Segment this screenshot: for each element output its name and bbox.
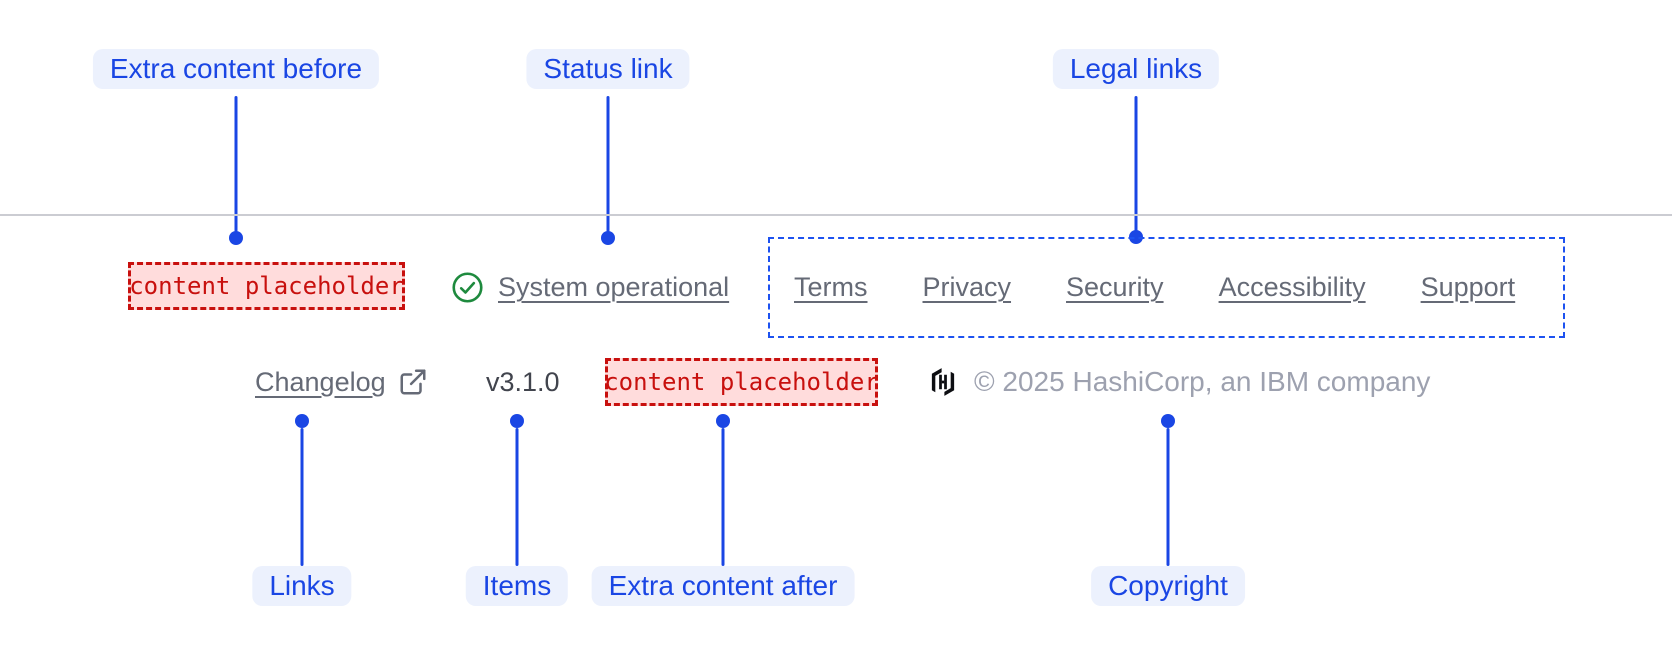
annotation-dot <box>1161 414 1175 428</box>
placeholder-text: content placeholder <box>129 272 404 300</box>
legal-link-security[interactable]: Security <box>1066 272 1164 302</box>
check-circle-icon <box>451 271 484 304</box>
annotation-line <box>721 428 725 566</box>
changelog-link-label[interactable]: Changelog <box>255 366 386 397</box>
legal-links-container: Terms Privacy Security Accessibility Sup… <box>768 237 1565 338</box>
annotation-line <box>1134 96 1138 232</box>
annotation-label-extra-content-before: Extra content before <box>92 49 380 89</box>
extra-content-before-placeholder: content placeholder <box>128 262 405 310</box>
legal-link-terms[interactable]: Terms <box>794 272 868 302</box>
hashicorp-logo <box>928 367 958 397</box>
legal-link-accessibility[interactable]: Accessibility <box>1218 272 1366 302</box>
annotation-line <box>515 428 519 566</box>
annotation-label-links: Links <box>252 566 352 606</box>
annotation-label-extra-content-after: Extra content after <box>591 566 855 606</box>
annotation-line <box>1166 428 1170 566</box>
legal-link-privacy[interactable]: Privacy <box>922 272 1012 302</box>
placeholder-text: content placeholder <box>604 368 879 396</box>
status-link[interactable]: System operational <box>451 271 729 304</box>
annotation-dot <box>716 414 730 428</box>
legal-link-support[interactable]: Support <box>1420 272 1516 302</box>
version-item: v3.1.0 <box>486 367 560 397</box>
annotation-label-copyright: Copyright <box>1091 566 1245 606</box>
annotation-line <box>606 96 610 232</box>
annotation-dot <box>601 231 615 245</box>
copyright-text: © 2025 HashiCorp, an IBM company <box>974 366 1431 397</box>
annotation-line <box>234 96 238 232</box>
annotation-dot <box>510 414 524 428</box>
annotation-label-status-link: Status link <box>526 49 690 89</box>
annotation-dot <box>229 231 243 245</box>
status-link-label[interactable]: System operational <box>498 272 730 302</box>
annotation-line <box>300 428 304 566</box>
copyright: © 2025 HashiCorp, an IBM company <box>928 364 1430 400</box>
annotation-dot <box>295 414 309 428</box>
extra-content-after-placeholder: content placeholder <box>604 358 879 406</box>
external-link-icon <box>398 367 428 397</box>
annotation-label-legal-links: Legal links <box>1052 49 1220 89</box>
footer-divider <box>0 214 1672 216</box>
changelog-link[interactable]: Changelog <box>255 362 428 402</box>
annotation-label-items: Items <box>465 566 569 606</box>
